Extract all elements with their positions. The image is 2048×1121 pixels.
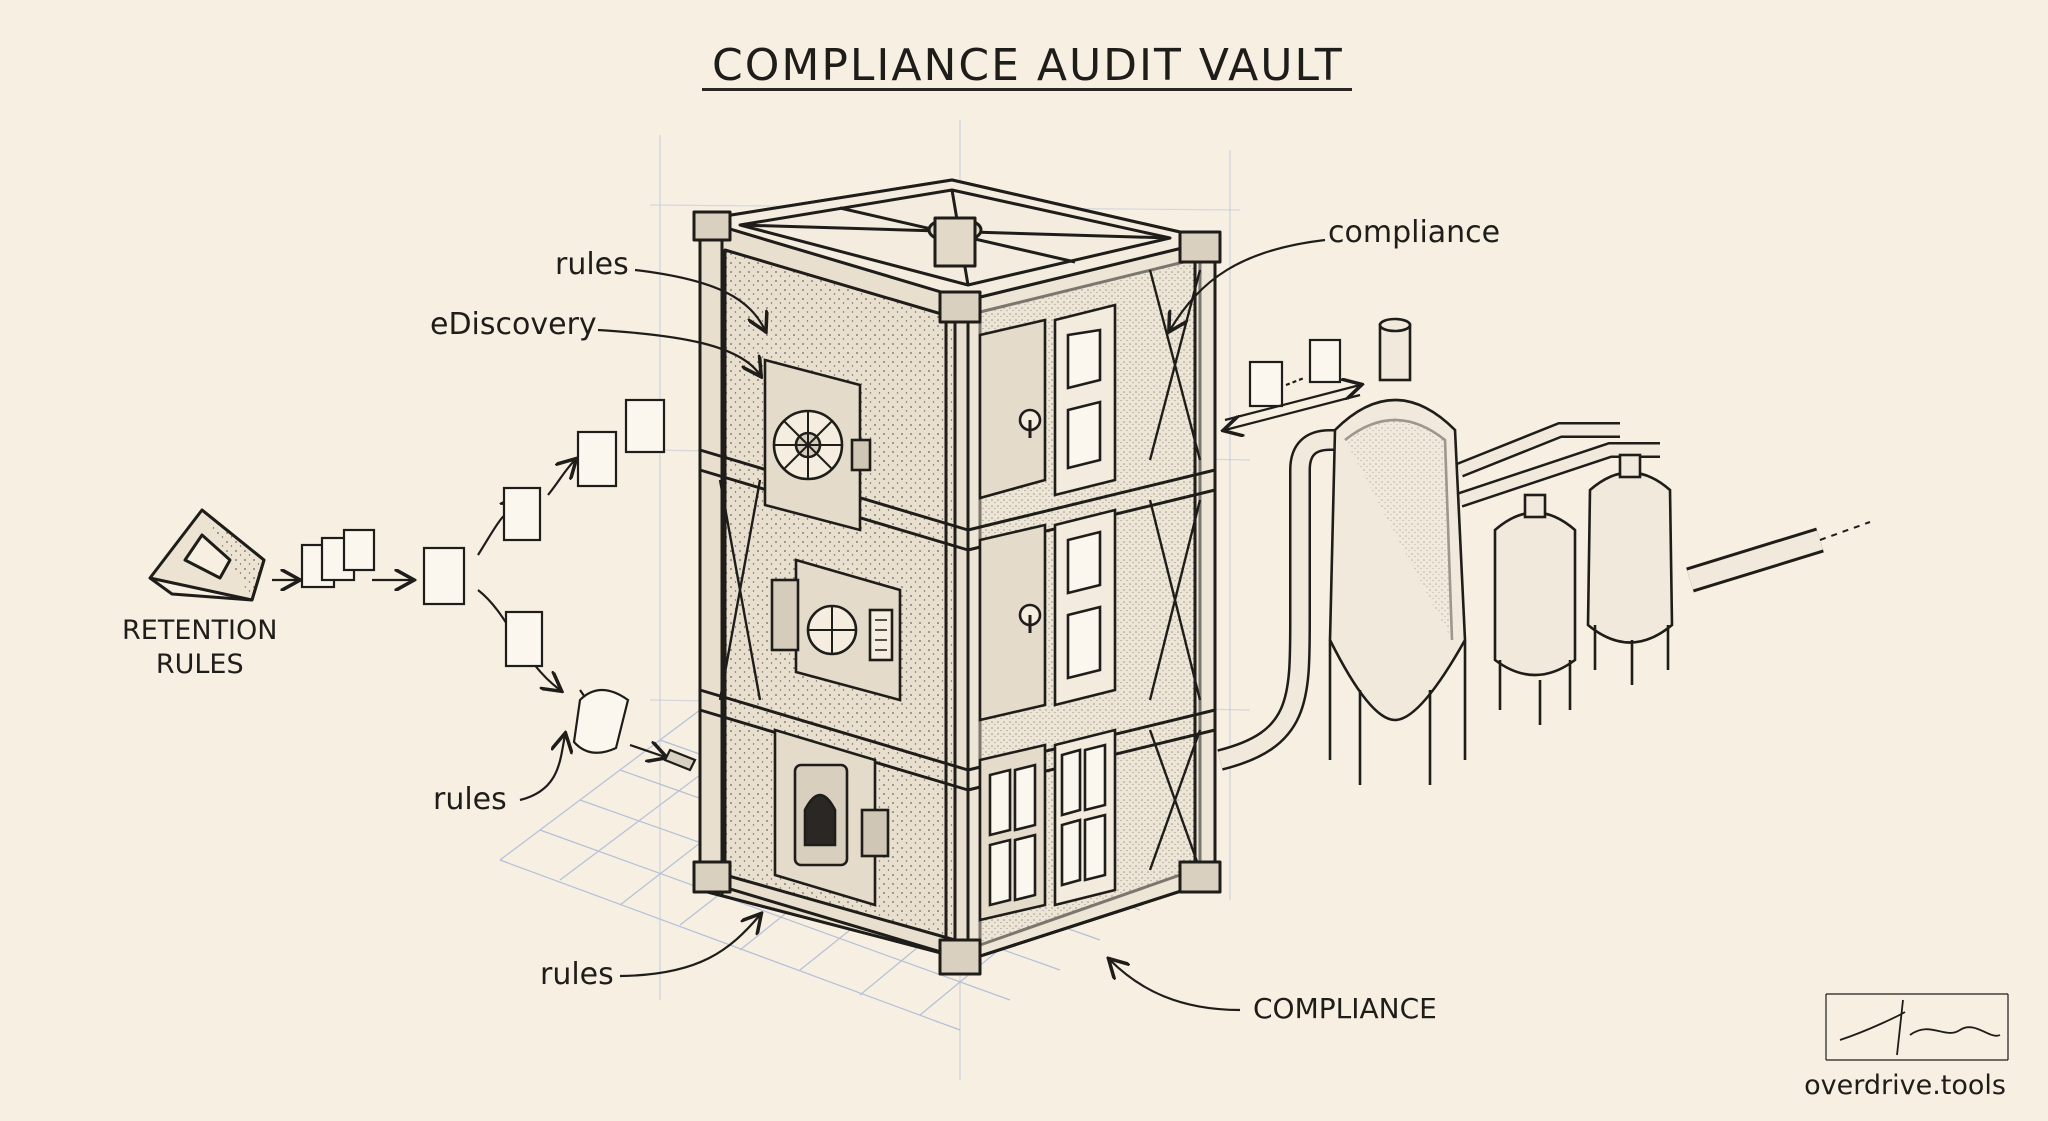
- callout-compliance-bottom: COMPLIANCE: [1253, 992, 1437, 1025]
- callout-rules-left: rules: [433, 782, 507, 817]
- brand-watermark: overdrive.tools: [1804, 1070, 2006, 1101]
- retention-prism-icon: [148, 508, 266, 602]
- retention-rules-label: RETENTION RULES: [122, 614, 277, 682]
- callout-leaders: [519, 238, 1326, 1012]
- document-transfer: [1225, 338, 1360, 430]
- vault-structure: [692, 178, 1222, 976]
- callout-ediscovery: eDiscovery: [430, 307, 597, 342]
- callout-compliance-right: compliance: [1328, 215, 1501, 250]
- retention-rules-line1: RETENTION: [122, 615, 278, 646]
- document-flow: [272, 398, 738, 772]
- retention-rules-line2: RULES: [155, 649, 244, 680]
- diagram-title: COMPLIANCE AUDIT VAULT: [712, 40, 1344, 91]
- title-underline: [702, 88, 1352, 91]
- callout-rules-top: rules: [555, 247, 629, 282]
- signature-stamp: [1825, 993, 2009, 1061]
- file-cabinets: [978, 303, 1117, 922]
- callout-rules-bottom: rules: [540, 957, 614, 992]
- pipeline-and-tanks: [1217, 317, 1871, 785]
- safe-doors: [763, 358, 902, 907]
